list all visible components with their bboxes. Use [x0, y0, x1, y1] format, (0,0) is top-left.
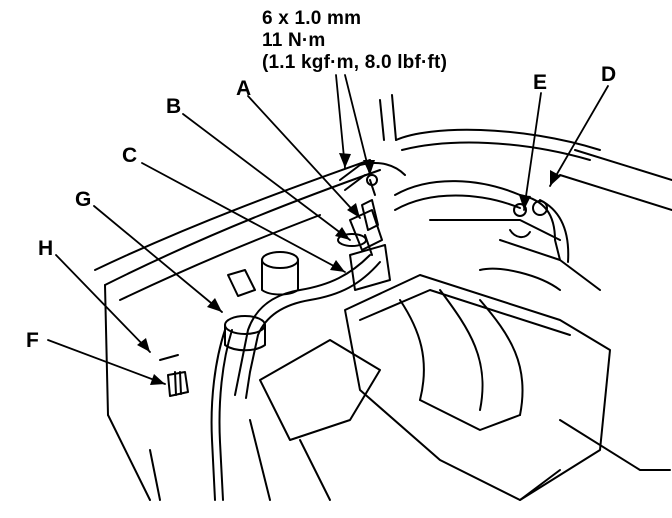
torque-spec: 6 x 1.0 mm 11 N·m (1.1 kgf·m, 8.0 lbf·ft… — [262, 8, 447, 74]
arrowheads — [137, 153, 561, 385]
callout-e: E — [533, 71, 548, 94]
leader-h — [55, 254, 151, 353]
leader-c — [141, 162, 346, 273]
leader-b — [182, 113, 351, 241]
valve-assembly — [349, 174, 548, 291]
callout-g: G — [75, 188, 92, 211]
torque-alt-text: (1.1 kgf·m, 8.0 lbf·ft) — [262, 52, 448, 73]
leader-d — [549, 85, 609, 187]
hood-outline — [94, 94, 672, 501]
leader-spec-1 — [344, 74, 371, 176]
leader-f — [47, 339, 166, 385]
reservoir-caps — [224, 233, 367, 352]
leader-a — [247, 95, 361, 219]
callout-c: C — [122, 144, 138, 167]
engine-block — [249, 219, 671, 501]
leader-lines — [47, 74, 609, 385]
torque-nm-text: 11 N·m — [262, 30, 326, 51]
callout-b: B — [166, 95, 182, 118]
connector-f — [159, 354, 189, 397]
callout-a: A — [236, 77, 252, 100]
bolt-size-text: 6 x 1.0 mm — [262, 8, 362, 29]
callout-d: D — [601, 63, 617, 86]
callout-f: F — [26, 329, 39, 352]
leader-e — [523, 92, 542, 211]
leader-spec-2 — [335, 74, 346, 169]
leader-g — [93, 205, 223, 313]
callout-h: H — [38, 237, 54, 260]
